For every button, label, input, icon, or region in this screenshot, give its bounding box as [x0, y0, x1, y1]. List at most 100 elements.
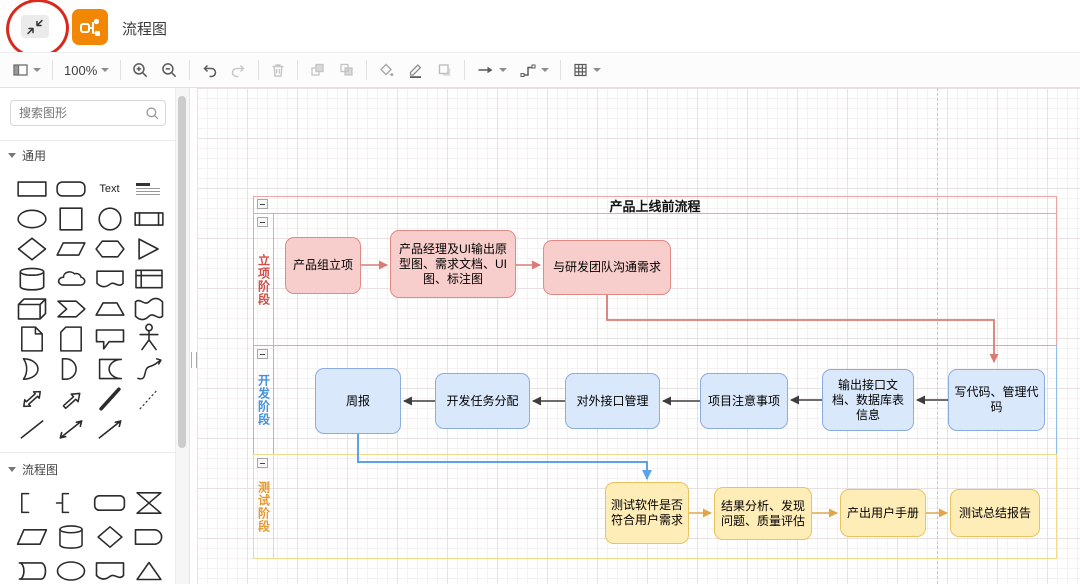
search-icon: [146, 107, 159, 120]
shape-ellipse[interactable]: [12, 204, 51, 234]
to-front-button[interactable]: [303, 57, 332, 83]
flow-node[interactable]: 产品组立项: [285, 237, 361, 294]
flow-node[interactable]: 测试软件是否符合用户需求: [605, 482, 689, 544]
flow-node[interactable]: 写代码、管理代码: [948, 369, 1045, 431]
flow-node[interactable]: 产出用户手册: [840, 489, 926, 537]
shape-document[interactable]: [90, 264, 129, 294]
shape-ellipse-flow[interactable]: [51, 554, 90, 584]
flow-node[interactable]: 产品经理及UI输出原型图、需求文档、UI图、标注图: [390, 230, 516, 298]
collapse-panel-button[interactable]: [21, 15, 49, 38]
lane-testing[interactable]: 测试阶段: [253, 454, 1057, 559]
shape-collate[interactable]: [129, 486, 168, 520]
shape-data-storage[interactable]: [90, 354, 129, 384]
shape-cylinder[interactable]: [12, 264, 51, 294]
app-header: 流程图: [0, 0, 1080, 63]
shape-curved-arrow[interactable]: [129, 354, 168, 384]
shape-card[interactable]: [51, 324, 90, 354]
shape-double-arrow-line[interactable]: [51, 414, 90, 444]
shadow-button[interactable]: [430, 57, 459, 83]
line-color-button[interactable]: [401, 57, 430, 83]
shape-heading[interactable]: [129, 174, 168, 204]
diagram-canvas[interactable]: 产品上线前流程 立项阶段 开发阶段 测试阶段: [197, 88, 1080, 584]
shape-database[interactable]: [51, 520, 90, 554]
shape-terminator[interactable]: [90, 486, 129, 520]
shape-tape[interactable]: [129, 294, 168, 324]
connector-style-button[interactable]: [513, 57, 555, 83]
shape-rounded-rectangle[interactable]: [51, 174, 90, 204]
shape-link[interactable]: [90, 384, 129, 414]
shape-callout[interactable]: [90, 324, 129, 354]
arrow-style-button[interactable]: [470, 57, 513, 83]
collapse-minus-icon[interactable]: [257, 458, 268, 468]
shape-trapezoid[interactable]: [90, 294, 129, 324]
flowchart-shapes-grid: [12, 486, 168, 584]
shape-cube[interactable]: [12, 294, 51, 324]
flow-node[interactable]: 对外接口管理: [565, 373, 660, 429]
shape-note[interactable]: [12, 324, 51, 354]
section-header-general[interactable]: 通用: [8, 146, 46, 164]
shape-actor[interactable]: [129, 323, 168, 354]
shape-parallelogram[interactable]: [51, 234, 90, 264]
collapse-minus-icon[interactable]: [257, 349, 268, 359]
scrollbar-thumb[interactable]: [178, 96, 186, 448]
shape-or[interactable]: [12, 354, 51, 384]
shape-text[interactable]: Text: [99, 183, 120, 195]
shape-step[interactable]: [51, 294, 90, 324]
shape-internal-storage[interactable]: [129, 264, 168, 294]
zoom-in-button[interactable]: [126, 57, 155, 83]
shape-search-box[interactable]: [10, 100, 166, 126]
shape-document-flow[interactable]: [90, 554, 129, 584]
flow-node[interactable]: 与研发团队沟通需求: [543, 240, 671, 295]
flow-node[interactable]: 项目注意事项: [700, 373, 788, 429]
chevron-down-icon: [8, 152, 16, 158]
sidebar-scrollbar[interactable]: [175, 88, 189, 584]
undo-button[interactable]: [195, 57, 224, 83]
shape-circle[interactable]: [90, 204, 129, 234]
shape-cloud[interactable]: [51, 264, 90, 294]
fill-color-button[interactable]: [372, 57, 401, 83]
search-input[interactable]: [11, 101, 145, 125]
shape-arrow-line[interactable]: [90, 414, 129, 444]
shape-annotation[interactable]: [12, 486, 51, 520]
shape-and[interactable]: [51, 354, 90, 384]
fill-color-icon: [380, 63, 394, 77]
collapse-minus-icon[interactable]: [257, 199, 268, 209]
flow-node[interactable]: 测试总结报告: [950, 489, 1040, 537]
flow-node[interactable]: 开发任务分配: [435, 373, 530, 429]
zoom-level-dropdown[interactable]: 100%: [58, 57, 115, 83]
sidebar-resize-handle[interactable]: [191, 352, 197, 368]
grid-button[interactable]: [566, 57, 607, 83]
shape-diamond[interactable]: [12, 234, 51, 264]
flow-node[interactable]: 周报: [315, 368, 401, 434]
shape-delay[interactable]: [129, 520, 168, 554]
view-panel-button[interactable]: [6, 57, 47, 83]
shape-hexagon[interactable]: [90, 234, 129, 264]
pool-title-bar[interactable]: 产品上线前流程: [253, 196, 1057, 214]
shape-decision[interactable]: [90, 520, 129, 554]
collapse-minus-icon[interactable]: [257, 217, 268, 227]
flow-node[interactable]: 结果分析、发现问题、质量评估: [714, 487, 812, 540]
delete-button[interactable]: [264, 57, 292, 83]
flow-node[interactable]: 输出接口文档、数据库表信息: [822, 369, 914, 431]
shape-annotation-line[interactable]: [51, 486, 90, 520]
shape-process[interactable]: [129, 204, 168, 234]
trash-icon: [272, 64, 284, 77]
shape-rectangle[interactable]: [12, 174, 51, 204]
shape-line[interactable]: [12, 414, 51, 444]
to-front-icon: [311, 63, 324, 76]
shape-square[interactable]: [51, 204, 90, 234]
section-label: 通用: [22, 148, 47, 163]
shape-arrow[interactable]: [51, 384, 90, 414]
section-header-flowchart[interactable]: 流程图: [8, 460, 58, 478]
shape-extract[interactable]: [129, 554, 168, 584]
redo-button[interactable]: [224, 57, 253, 83]
zoom-out-button[interactable]: [155, 57, 184, 83]
grid-icon: [574, 63, 587, 77]
to-back-button[interactable]: [332, 57, 361, 83]
shape-triangle-right[interactable]: [129, 234, 168, 264]
shape-data[interactable]: [12, 520, 51, 554]
shape-bidirectional-arrow[interactable]: [12, 384, 51, 414]
shape-stored-data[interactable]: [12, 554, 51, 584]
view-panel-icon: [13, 64, 28, 76]
shape-dotted-line[interactable]: [129, 384, 168, 414]
